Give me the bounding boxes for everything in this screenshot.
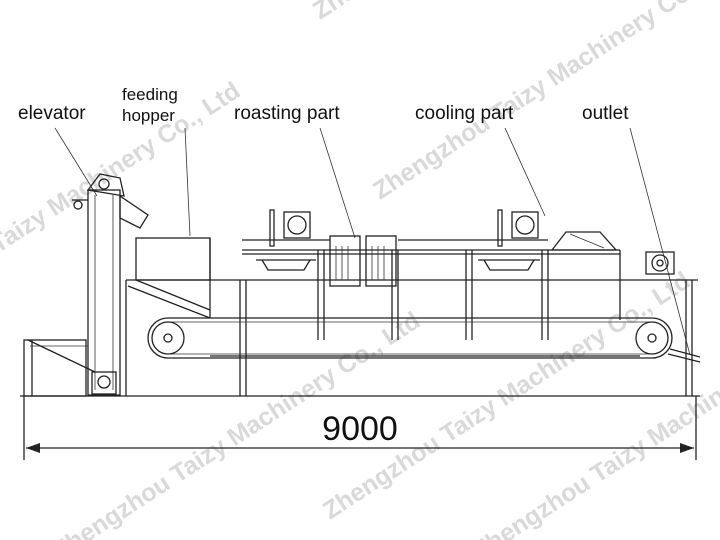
feeding-hopper bbox=[135, 237, 211, 318]
outlet-unit bbox=[645, 251, 701, 363]
label-elevator: elevator bbox=[18, 103, 86, 124]
left-platform bbox=[23, 339, 96, 397]
dimension-line bbox=[23, 396, 697, 460]
cooling-section bbox=[478, 209, 618, 271]
label-feeding-hopper-line1: feeding bbox=[122, 85, 178, 104]
conveyor-belt bbox=[147, 317, 673, 359]
label-cooling-part: cooling part bbox=[415, 103, 514, 124]
elevator-unit bbox=[72, 173, 149, 396]
dimension-value: 9000 bbox=[322, 410, 398, 448]
label-feeding-hopper-line2: hopper bbox=[122, 106, 175, 125]
main-frame bbox=[20, 239, 700, 397]
label-outlet: outlet bbox=[582, 103, 629, 124]
label-roasting-part: roasting part bbox=[234, 103, 340, 124]
leader-lines bbox=[54, 127, 691, 356]
roasting-section bbox=[256, 209, 397, 287]
